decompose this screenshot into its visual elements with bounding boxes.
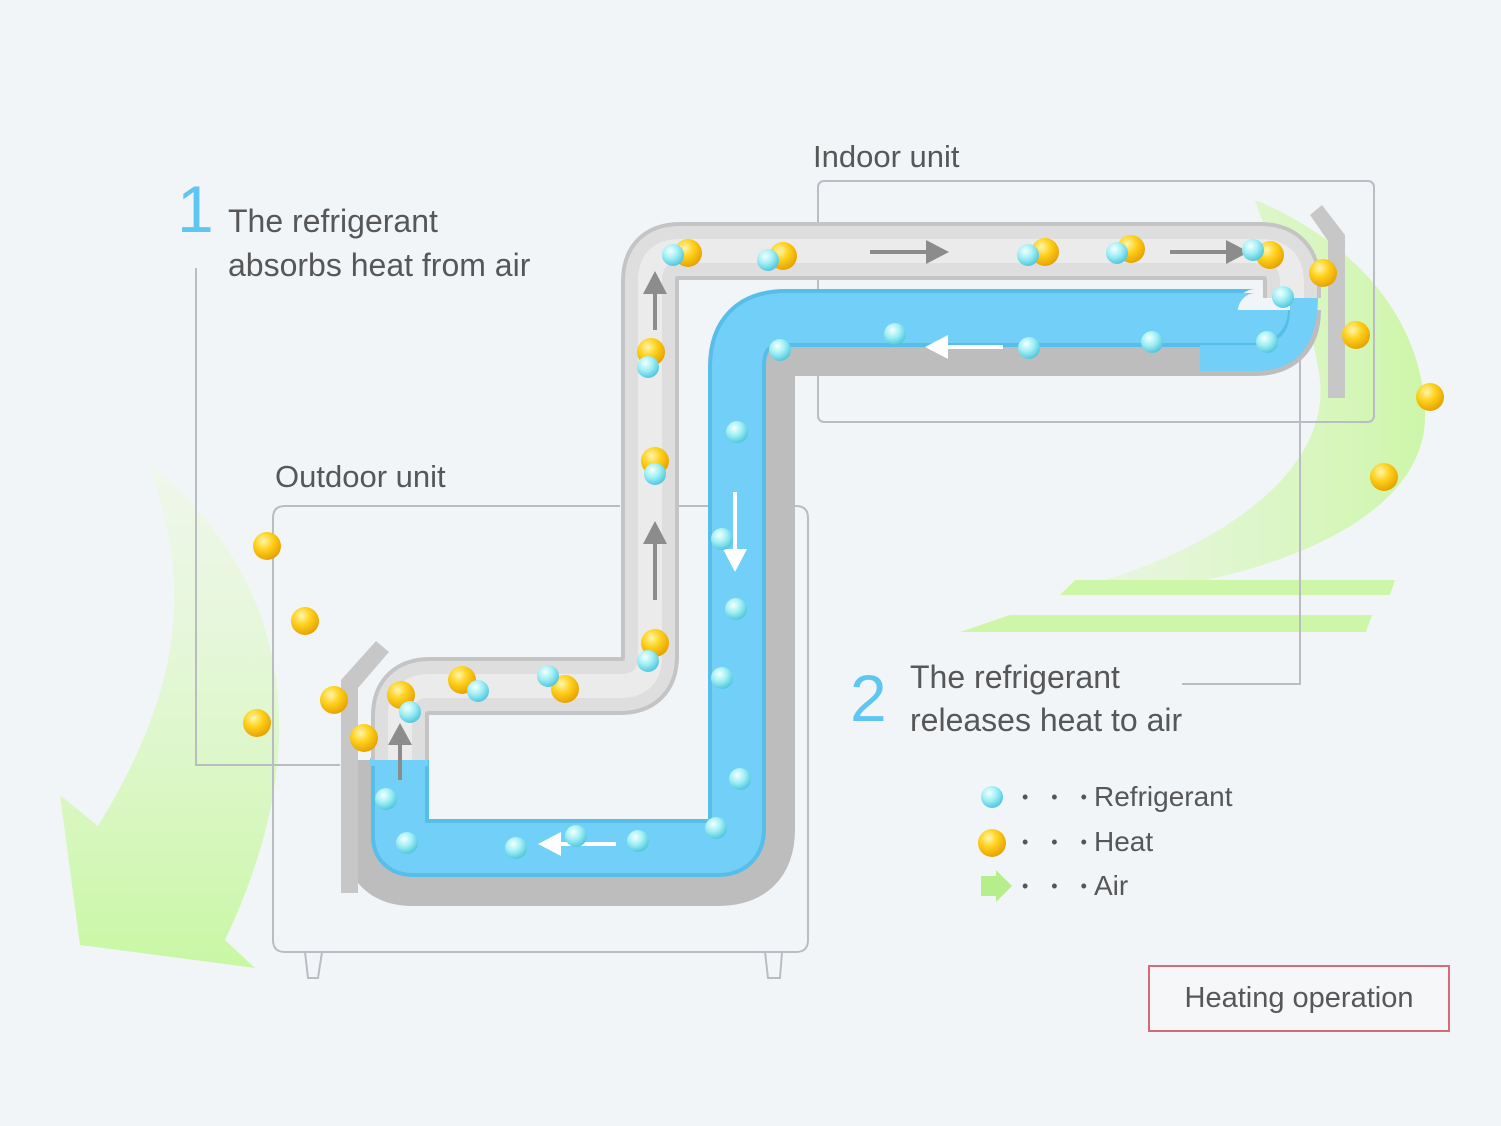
legend-label-refrigerant: Refrigerant [1094, 781, 1233, 812]
step-2-number: 2 [850, 661, 887, 735]
step-1-line-2: absorbs heat from air [228, 247, 531, 283]
leader-lines [195, 268, 1301, 766]
arrow-up-icon [643, 271, 667, 330]
step-1-line-1: The refrigerant [228, 203, 438, 239]
legend-label-heat: Heat [1094, 826, 1154, 857]
outdoor-unit-frame [272, 505, 809, 979]
refrigerant-particles [375, 239, 1294, 859]
arrow-right-icon [870, 240, 949, 264]
arrow-left-icon [538, 832, 616, 856]
arrow-down-icon [723, 492, 747, 572]
arrow-up-icon [388, 723, 412, 780]
step-1-number: 1 [177, 172, 214, 246]
indoor-unit-label: Indoor unit [813, 139, 960, 174]
arrow-left-icon [925, 335, 1003, 359]
legend-dots: • • • [1022, 876, 1096, 896]
outdoor-heat-exchanger [341, 641, 389, 893]
legend-dots: • • • [1022, 787, 1096, 807]
refrigerant-dot-icon [981, 786, 1003, 808]
arrow-up-icon [643, 521, 667, 600]
flow-arrows-liquid [538, 335, 1003, 856]
outdoor-air-arrow [60, 465, 280, 968]
legend-icons [978, 786, 1012, 902]
air-arrow-icon [981, 870, 1012, 902]
operation-mode-badge: Heating operation [1148, 965, 1450, 1032]
outdoor-unit-label: Outdoor unit [275, 459, 446, 494]
heat-dot-icon [978, 829, 1006, 857]
indoor-heat-exchanger [1310, 205, 1345, 398]
step-2-line-2: releases heat to air [910, 702, 1183, 738]
flow-arrows-gas [388, 240, 1249, 780]
legend-dots: • • • [1022, 832, 1096, 852]
arrow-right-icon [1170, 240, 1249, 264]
legend-label-air: Air [1094, 870, 1129, 901]
step-2-line-1: The refrigerant [910, 659, 1120, 695]
